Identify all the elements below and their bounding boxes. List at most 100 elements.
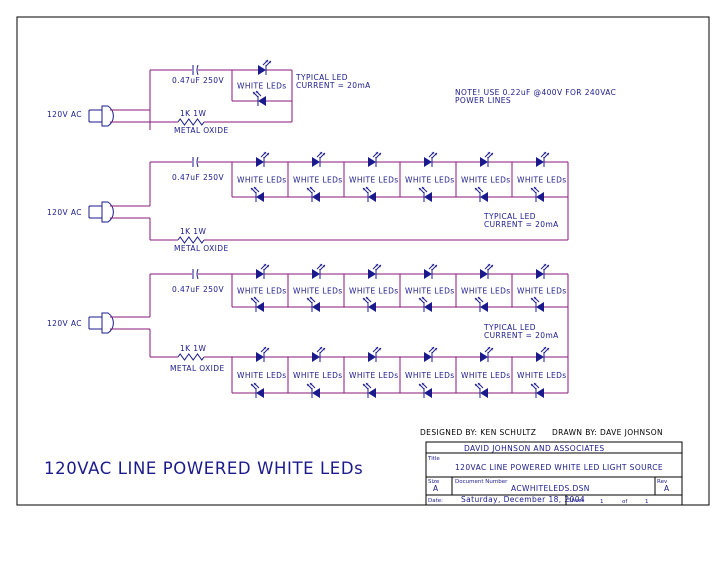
emission-arrow xyxy=(265,60,272,67)
led-pair: WHITE LEDs xyxy=(287,263,345,312)
capacitor-label: 0.47uF 250V xyxy=(172,285,224,294)
resistor-type: METAL OXIDE xyxy=(170,364,225,373)
arrow-head xyxy=(310,383,313,386)
diode-triangle xyxy=(480,192,488,202)
led-reverse xyxy=(530,296,544,312)
arrow-head xyxy=(266,265,269,268)
resistor-type: METAL OXIDE xyxy=(174,244,229,253)
resistor-label: 1K 1W xyxy=(180,344,206,353)
emission-arrow xyxy=(431,152,438,159)
emission-arrow xyxy=(418,383,425,390)
drawing-title: 120VAC LINE POWERED WHITE LEDs xyxy=(44,459,363,478)
designed-by: DESIGNED BY: KEN SCHULTZ xyxy=(420,428,536,437)
emission-arrow xyxy=(540,151,547,158)
led-pair: WHITE LEDs xyxy=(511,346,569,398)
typical-current-2: CURRENT = 20mA xyxy=(484,331,559,340)
led-forward xyxy=(312,346,326,362)
emission-arrow xyxy=(372,263,379,270)
resistor-label: 1K 1W xyxy=(180,227,206,236)
arrow-head xyxy=(419,188,422,191)
led-reverse xyxy=(250,296,264,312)
emission-arrow xyxy=(252,91,259,98)
arrow-head xyxy=(319,347,322,350)
arrow-head xyxy=(263,347,266,350)
led-label: WHITE LEDs xyxy=(461,176,511,185)
emission-arrow xyxy=(474,187,481,194)
emission-arrow xyxy=(253,186,260,193)
diode-triangle xyxy=(480,352,488,362)
emission-arrow xyxy=(260,346,267,353)
emission-arrow xyxy=(428,263,435,270)
led-forward xyxy=(480,263,494,279)
led-label: WHITE LEDs xyxy=(293,371,343,380)
diode-triangle xyxy=(368,269,376,279)
emission-arrow xyxy=(540,263,547,270)
emission-arrow xyxy=(365,382,372,389)
diode-triangle xyxy=(536,157,544,167)
led-label: WHITE LEDs xyxy=(349,176,399,185)
emission-arrow xyxy=(418,297,425,304)
emission-arrow xyxy=(250,383,257,390)
resistor-label: 1K 1W xyxy=(180,109,206,118)
led-reverse xyxy=(418,296,432,312)
emission-arrow xyxy=(253,382,260,389)
arrow-head xyxy=(543,347,546,350)
arrow-head xyxy=(366,187,369,190)
ac-plug-icon xyxy=(88,201,114,223)
emission-arrow xyxy=(530,187,537,194)
diode-triangle xyxy=(256,352,264,362)
diode-triangle xyxy=(536,192,544,202)
led-label: WHITE LEDs xyxy=(405,287,455,296)
led-reverse xyxy=(474,382,488,398)
arrow-head xyxy=(487,152,490,155)
led-reverse xyxy=(306,382,320,398)
source-label: 120V AC xyxy=(47,110,82,119)
diode-triangle xyxy=(536,352,544,362)
led-forward xyxy=(536,263,550,279)
arrow-head xyxy=(251,298,254,301)
emission-arrow xyxy=(306,187,313,194)
arrow-head xyxy=(310,187,313,190)
title-block-frame xyxy=(425,441,683,506)
led-pair: WHITE LEDs xyxy=(511,151,569,202)
led-label: WHITE LEDs xyxy=(517,287,567,296)
arrow-head xyxy=(366,297,369,300)
arrow-head xyxy=(431,264,434,267)
circuits-layer: 120V AC 0.47uF 250V WHITE LEDs 1K 1W METAL O… xyxy=(47,59,569,398)
arrow-head xyxy=(319,152,322,155)
capacitor-plate-curved xyxy=(196,268,199,280)
diode-triangle xyxy=(256,192,264,202)
emission-arrow xyxy=(263,264,270,271)
diode-triangle xyxy=(368,192,376,202)
arrow-head xyxy=(534,187,537,190)
arrow-head xyxy=(363,298,366,301)
arrow-head xyxy=(434,153,437,156)
resistor-icon xyxy=(177,118,205,126)
diode-triangle xyxy=(312,269,320,279)
arrow-head xyxy=(475,188,478,191)
arrow-head xyxy=(531,188,534,191)
emission-arrow xyxy=(362,187,369,194)
led-pair: WHITE LEDs xyxy=(231,151,289,202)
rev-caption: Rev xyxy=(657,479,668,485)
arrow-head xyxy=(375,347,378,350)
sheet-border xyxy=(16,16,710,506)
led-pair: WHITE LEDs xyxy=(511,263,569,312)
led-pair: WHITE LEDs xyxy=(343,151,401,202)
drawn-by: DRAWN BY: DAVE JOHNSON xyxy=(552,428,663,437)
arrow-head xyxy=(322,153,325,156)
led-reverse xyxy=(250,186,264,202)
led-forward xyxy=(312,263,326,279)
emission-arrow xyxy=(306,383,313,390)
diode-triangle xyxy=(312,352,320,362)
of-caption: of xyxy=(622,499,628,505)
led-label: WHITE LEDs xyxy=(461,371,511,380)
arrow-head xyxy=(375,152,378,155)
arrow-head xyxy=(378,265,381,268)
capacitor-icon xyxy=(192,64,199,76)
led-label: WHITE LEDs xyxy=(237,371,287,380)
typical-current-2: CURRENT = 20mA xyxy=(296,81,371,90)
size-value: A xyxy=(433,484,439,493)
